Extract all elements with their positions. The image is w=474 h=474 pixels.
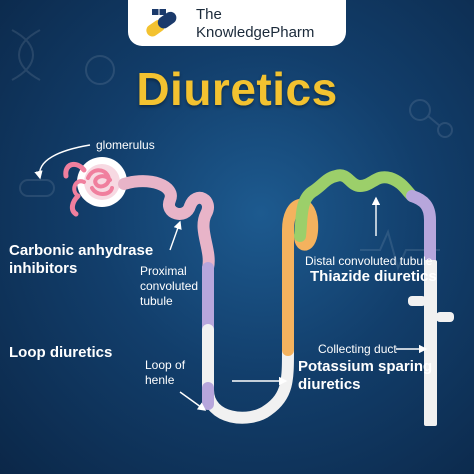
carbonic-anhydrase-label: Carbonic anhydrase [9, 242, 154, 259]
henle-arrow [179, 391, 207, 411]
collecting-duct-label: Collecting duct [318, 342, 397, 356]
page-title: Diuretics [136, 63, 338, 115]
pointer-arrows [34, 144, 428, 411]
dna-icon [11, 29, 41, 81]
proximal-tubule-label-line2: convoluted [140, 279, 199, 293]
brand-header: The KnowledgePharm [128, 0, 346, 46]
capsule-icon [19, 179, 55, 197]
connecting-tubule [406, 190, 436, 266]
potassium-sparing-label: Potassium sparing [298, 358, 433, 375]
capsule-logo-icon [146, 9, 177, 37]
potassium-sparing-label-line2: diuretics [298, 376, 361, 393]
glomerulus-arrow [34, 144, 91, 180]
heartbeat-icon [360, 229, 440, 271]
proximal-tubule-label-line3: tubule [140, 294, 173, 308]
loop-of-henle-label-line2: henle [145, 373, 175, 387]
proximal-tubule-label: Proximal [140, 264, 187, 278]
molecule-icon [409, 99, 431, 121]
carbonic-anhydrase-label-line2: inhibitors [9, 260, 78, 277]
brand-name-line1: The [196, 6, 222, 23]
distal-convoluted-tubule [294, 169, 418, 242]
collecting-duct [408, 260, 454, 426]
glomerulus-label: glomerulus [96, 138, 155, 152]
thiazide-diuretics-label: Thiazide diuretics [310, 268, 437, 285]
brand-name-line2: KnowledgePharm [196, 24, 315, 41]
loop-diuretics-label: Loop diuretics [9, 344, 113, 361]
drop-icon [85, 55, 115, 85]
thick-ascending-limb [282, 198, 319, 356]
afferent-arteriole [63, 161, 87, 217]
loop-of-henle-label: Loop of [145, 358, 186, 372]
proximal-convoluted-tubule [118, 175, 215, 274]
proximal-arrow [169, 220, 182, 251]
loop-of-henle [202, 324, 294, 424]
distal-tubule-label: Distal convoluted tubule [305, 254, 433, 268]
